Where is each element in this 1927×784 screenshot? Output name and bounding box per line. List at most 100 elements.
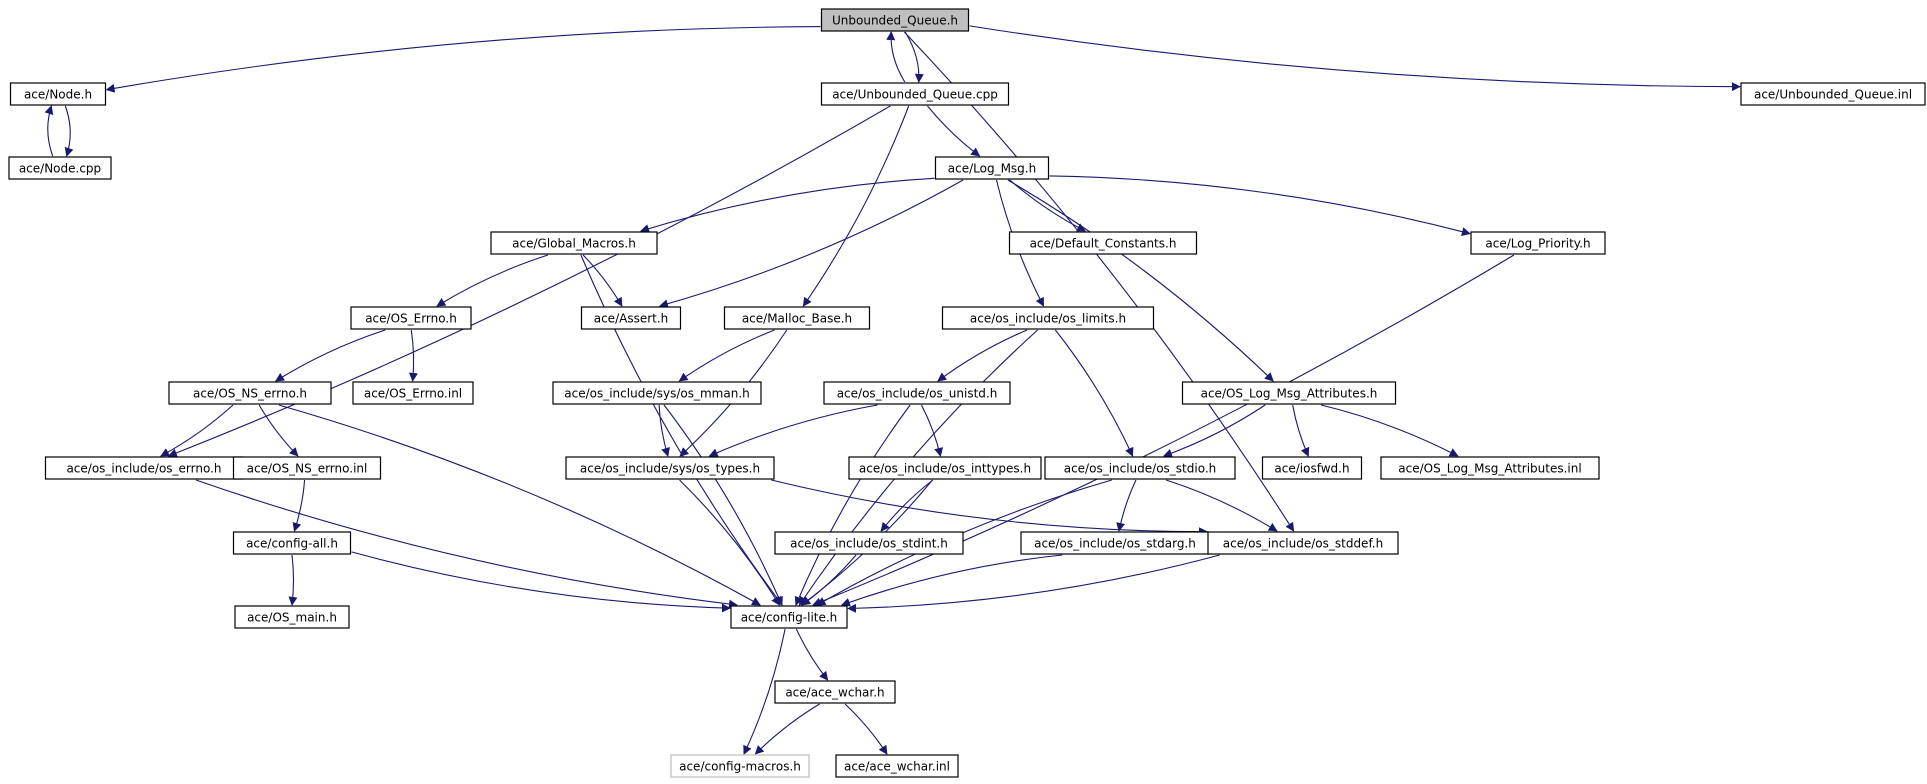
node-label: ace/Global_Macros.h	[512, 237, 636, 251]
node-box	[350, 306, 472, 330]
node-iosfwd-h[interactable]: ace/iosfwd.h	[1261, 456, 1363, 480]
node-default-constants-h[interactable]: ace/Default_Constants.h	[1008, 231, 1198, 255]
edge-os_log_msg_attributes_h-to-os_stdio_h	[1162, 404, 1266, 458]
edge-log_msg_h-to-log_priority_h	[1049, 175, 1471, 236]
node-os-unistd-h[interactable]: ace/os_include/os_unistd.h	[823, 381, 1011, 405]
node-box	[774, 531, 964, 555]
node-os-types-h[interactable]: ace/os_include/sys/os_types.h	[565, 456, 775, 480]
node-node-h[interactable]: ace/Node.h	[9, 82, 107, 106]
node-ace-wchar-h[interactable]: ace/ace_wchar.h	[774, 680, 896, 704]
node-os-ns-errno-inl[interactable]: ace/OS_NS_errno.inl	[232, 456, 382, 480]
node-label: ace/Unbounded_Queue.inl	[1754, 88, 1912, 102]
node-unbounded-queue-inl[interactable]: ace/Unbounded_Queue.inl	[1740, 82, 1926, 106]
edge-os_unistd_h-to-os_inttypes_h	[920, 404, 943, 457]
edge-os_stddef_h-to-config_lite_h	[847, 554, 1220, 613]
node-os-errno-h[interactable]: ace/OS_Errno.h	[350, 306, 472, 330]
edge-os_mman_h-to-config_lite_h	[663, 404, 783, 606]
edge-global_macros_h-to-assert_h	[582, 254, 623, 307]
node-unbounded-queue-cpp[interactable]: ace/Unbounded_Queue.cpp	[820, 82, 1010, 106]
edge-os_mman_h-to-os_types_h	[658, 404, 670, 457]
edge-os_log_msg_attributes_h-to-iosfwd_h	[1292, 404, 1310, 457]
node-label: ace/config-macros.h	[679, 760, 801, 774]
node-box	[1008, 231, 1198, 255]
node-box	[835, 754, 959, 778]
node-box	[723, 306, 871, 330]
node-box	[823, 381, 1011, 405]
node-os-errno-inl[interactable]: ace/OS_Errno.inl	[352, 381, 474, 405]
node-label: ace/os_include/os_stddef.h	[1223, 537, 1383, 551]
edge-os_stdio_h-to-os_stddef_h	[1165, 479, 1278, 532]
edge-config_all_h-to-os_main_h	[288, 554, 298, 606]
node-malloc-base-h[interactable]: ace/Malloc_Base.h	[723, 306, 871, 330]
edge-os_ns_errno_h-to-config_lite_h	[278, 404, 761, 606]
node-label: ace/Node.h	[24, 88, 92, 102]
node-label: ace/iosfwd.h	[1274, 462, 1349, 476]
node-ace-wchar-inl[interactable]: ace/ace_wchar.inl	[835, 754, 959, 778]
node-log-msg-h[interactable]: ace/Log_Msg.h	[934, 156, 1050, 180]
node-os-log-msg-attributes-h[interactable]: ace/OS_Log_Msg_Attributes.h	[1181, 381, 1397, 405]
node-os-main-h[interactable]: ace/OS_main.h	[234, 605, 350, 629]
node-os-mman-h[interactable]: ace/os_include/sys/os_mman.h	[552, 381, 762, 405]
edge-unbounded_queue_cpp-to-unbounded_queue_h	[886, 31, 906, 83]
node-config-lite-h[interactable]: ace/config-lite.h	[730, 605, 848, 629]
node-global-macros-h[interactable]: ace/Global_Macros.h	[490, 231, 658, 255]
node-box	[1181, 381, 1397, 405]
node-box	[1740, 82, 1926, 106]
edge-unbounded_queue_h-to-node_h	[105, 26, 821, 93]
node-os-stdarg-h[interactable]: ace/os_include/os_stdarg.h	[1020, 531, 1210, 555]
edge-global_macros_h-to-os_errno_h	[436, 254, 549, 307]
node-os-stdio-h[interactable]: ace/os_include/os_stdio.h	[1044, 456, 1236, 480]
node-label: ace/ace_wchar.inl	[844, 760, 950, 774]
node-label: ace/OS_Errno.inl	[364, 387, 462, 401]
edge-os_limits_h-to-os_stdio_h	[1054, 329, 1134, 457]
node-box	[670, 754, 810, 778]
node-label: ace/Malloc_Base.h	[742, 312, 852, 326]
node-box	[848, 456, 1042, 480]
node-config-all-h[interactable]: ace/config-all.h	[232, 531, 352, 555]
edge-ace_wchar_h-to-ace_wchar_inl	[844, 703, 888, 755]
node-node-cpp[interactable]: ace/Node.cpp	[8, 156, 112, 180]
node-os-stdint-h[interactable]: ace/os_include/os_stdint.h	[774, 531, 964, 555]
node-box	[234, 605, 350, 629]
node-label: ace/OS_NS_errno.h	[193, 387, 307, 401]
edge-os_errno_h-to-os_errno_inl	[408, 329, 418, 382]
node-box	[1380, 456, 1600, 480]
edge-config_lite_h-to-ace_wchar_h	[795, 628, 829, 681]
node-os-log-msg-attributes-inl[interactable]: ace/OS_Log_Msg_Attributes.inl	[1380, 456, 1600, 480]
edge-unbounded_queue_h-to-unbounded_queue_inl	[969, 25, 1741, 92]
graph-nodes: Unbounded_Queue.h ace/Node.h ace/Unbounded…	[8, 8, 1926, 778]
edge-os_stdarg_h-to-config_lite_h	[841, 554, 1063, 607]
node-unbounded-queue-h[interactable]: Unbounded_Queue.h	[820, 8, 970, 32]
node-box	[774, 680, 896, 704]
node-label: ace/os_include/os_unistd.h	[837, 387, 998, 401]
node-os-inttypes-h[interactable]: ace/os_include/os_inttypes.h	[848, 456, 1042, 480]
node-log-priority-h[interactable]: ace/Log_Priority.h	[1470, 231, 1606, 255]
node-config-macros-h[interactable]: ace/config-macros.h	[670, 754, 810, 778]
edge-log_priority_h-to-config_lite_h	[812, 254, 1515, 607]
node-label: ace/OS_Errno.h	[365, 312, 457, 326]
node-os-include-errno-h[interactable]: ace/os_include/os_errno.h	[44, 456, 244, 480]
edge-log_msg_h-to-default_constants_h	[1009, 179, 1087, 232]
edge-unbounded_queue_cpp-to-malloc_base_h	[802, 105, 910, 307]
node-os-stddef-h[interactable]: ace/os_include/os_stddef.h	[1207, 531, 1399, 555]
node-box	[352, 381, 474, 405]
node-label: ace/os_include/os_stdarg.h	[1034, 537, 1196, 551]
node-box	[1261, 456, 1363, 480]
node-box	[9, 82, 107, 106]
node-box	[580, 306, 682, 330]
node-assert-h[interactable]: ace/Assert.h	[580, 306, 682, 330]
node-label: ace/os_include/os_stdint.h	[790, 537, 948, 551]
node-label: ace/os_include/os_limits.h	[970, 312, 1126, 326]
node-os-ns-errno-h[interactable]: ace/OS_NS_errno.h	[168, 381, 332, 405]
node-label: ace/os_include/sys/os_mman.h	[564, 387, 750, 401]
edge-unbounded_queue_cpp-to-log_msg_h	[927, 105, 981, 157]
node-label: ace/Default_Constants.h	[1030, 237, 1177, 251]
node-box	[232, 456, 382, 480]
node-os-limits-h[interactable]: ace/os_include/os_limits.h	[941, 306, 1155, 330]
edge-os_errno_h-to-os_ns_errno_h	[274, 329, 386, 382]
node-box	[552, 381, 762, 405]
edge-log_msg_h-to-os_log_msg_attributes_h	[1007, 179, 1274, 382]
node-box	[565, 456, 775, 480]
edge-os_types_h-to-config_lite_h	[679, 479, 780, 606]
